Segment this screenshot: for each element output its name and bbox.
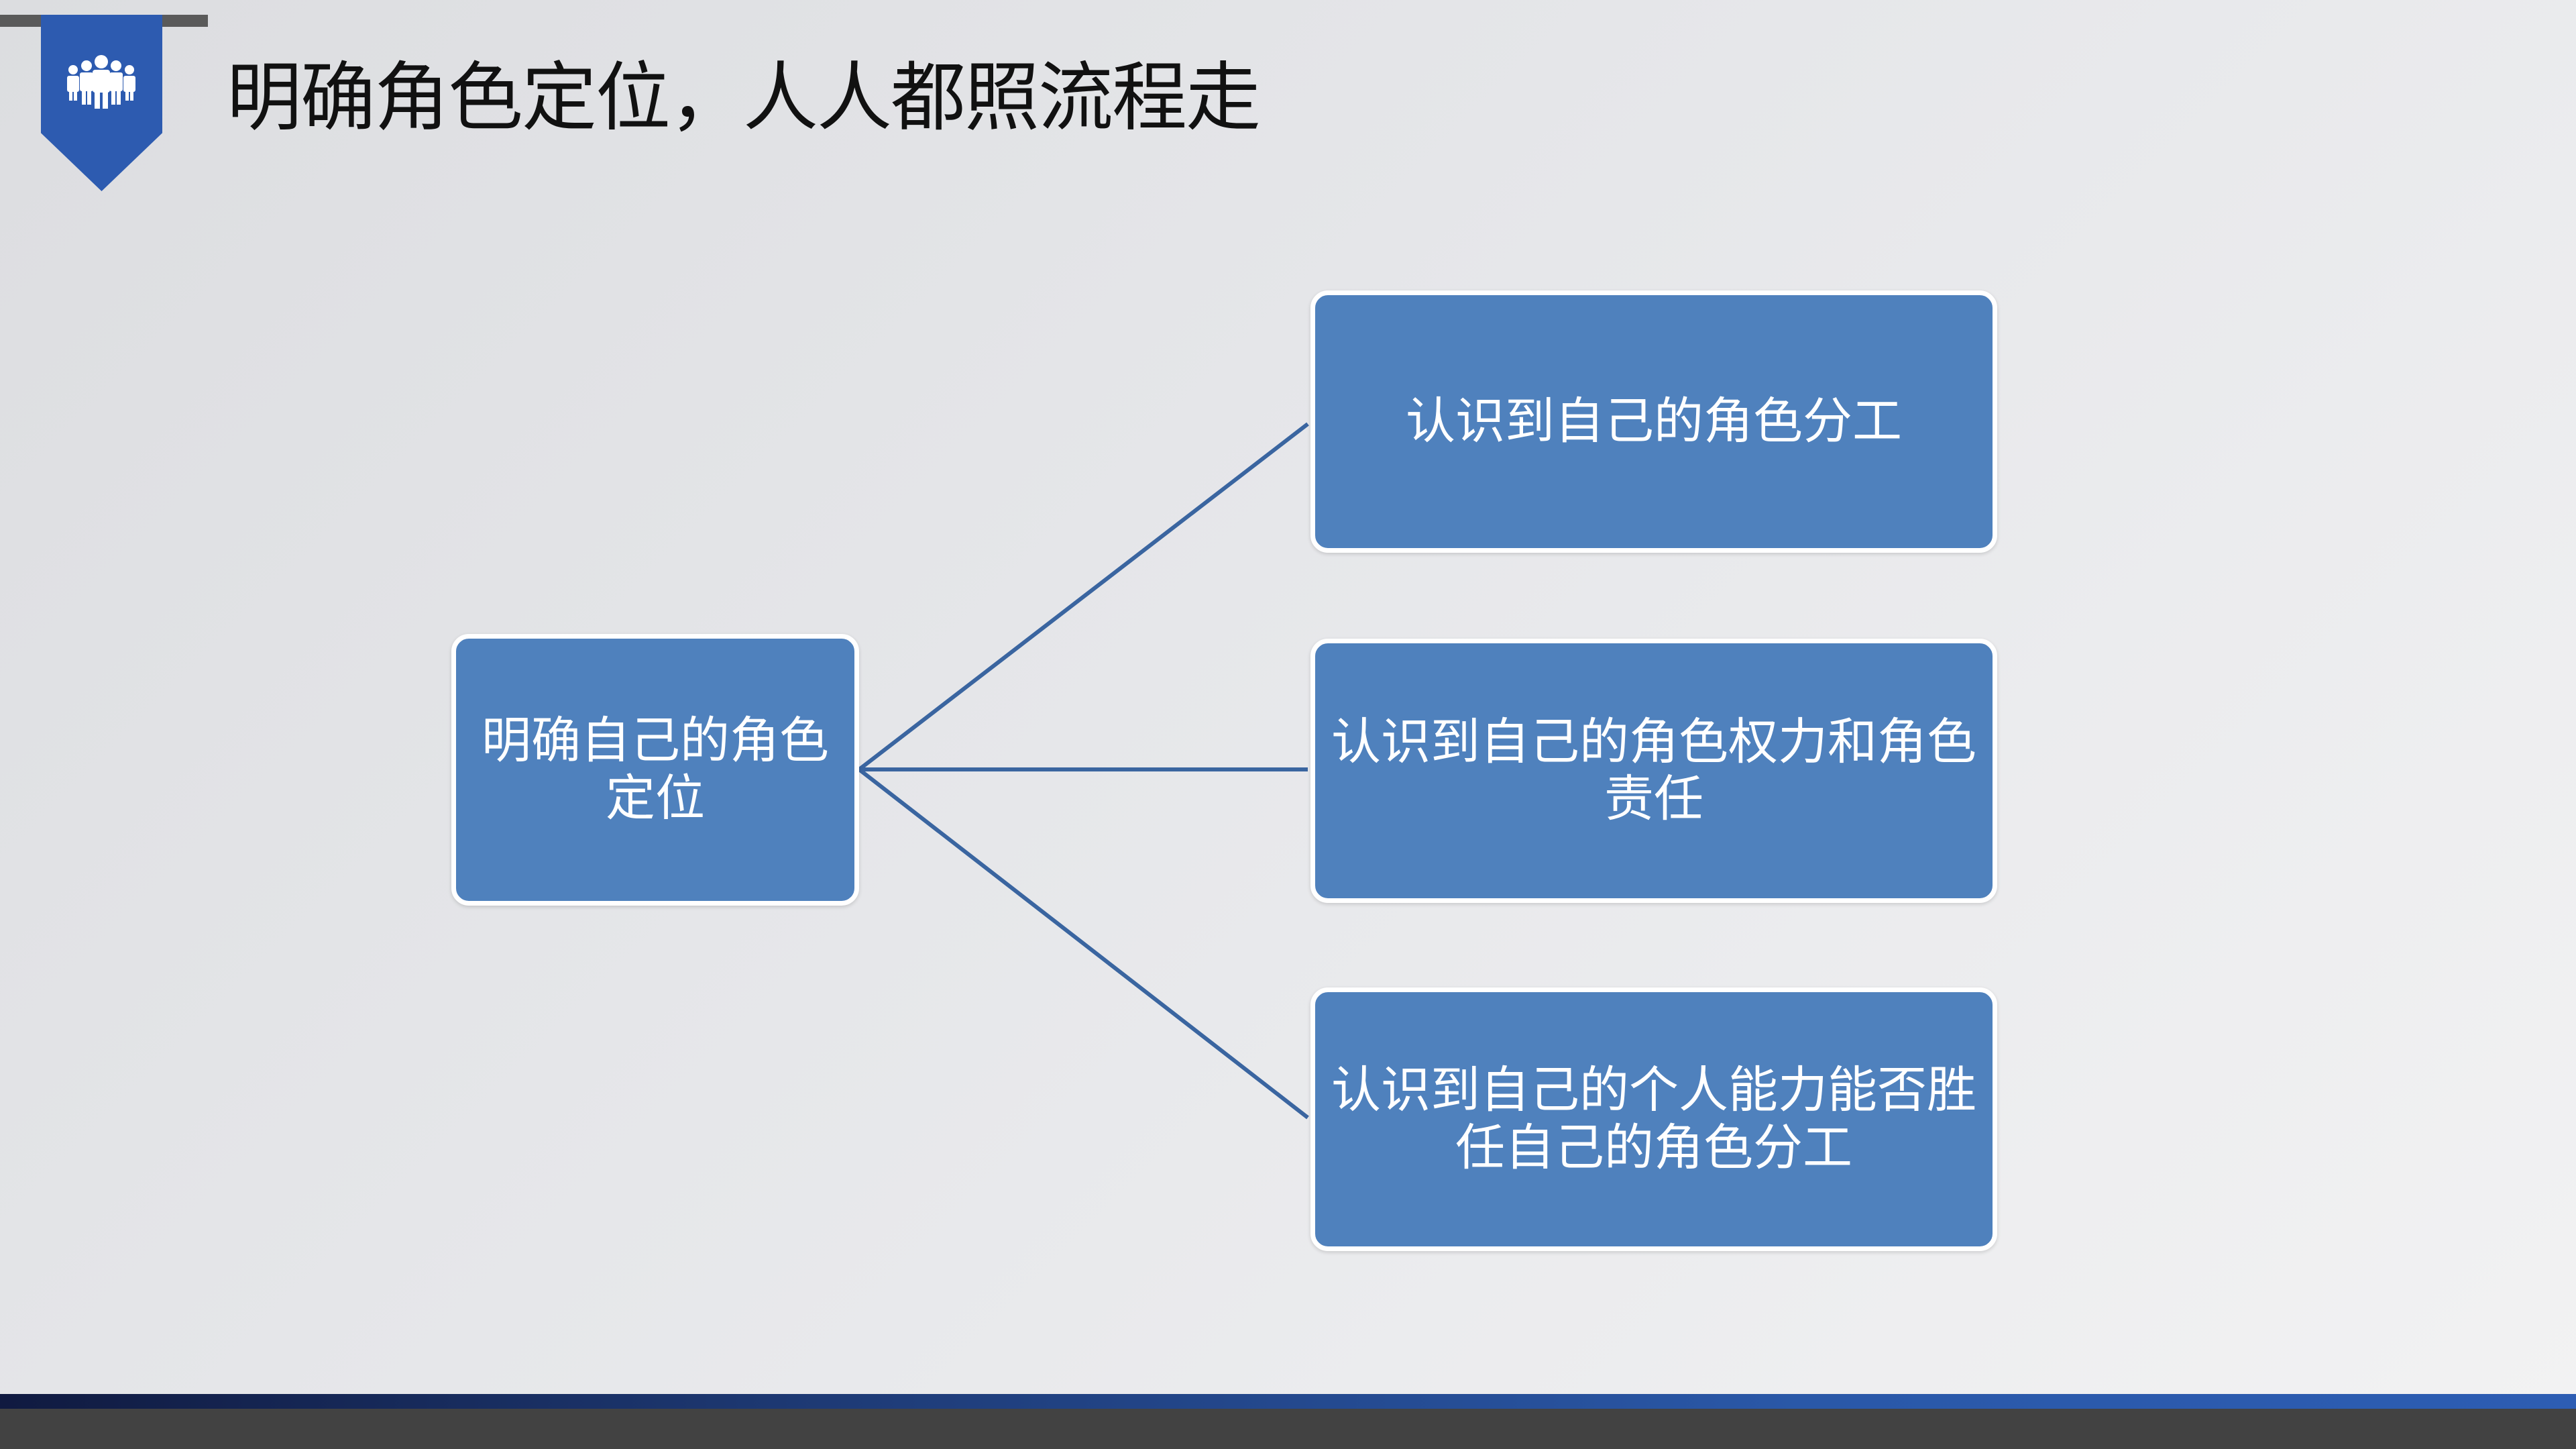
connector-1 (858, 422, 1309, 771)
root-node: 明确自己的角色定位 (451, 634, 859, 906)
page-title: 明确角色定位，人人都照流程走 (227, 54, 1261, 142)
footer-blue-bar (0, 1394, 2576, 1409)
child-node-3: 认识到自己的个人能力能否胜任自己的角色分工 (1310, 987, 1997, 1251)
footer-dark-bar (0, 1409, 2576, 1449)
child-node-2: 认识到自己的角色权力和角色责任 (1310, 639, 1997, 903)
child-node-1: 认识到自己的角色分工 (1310, 290, 1997, 553)
people-group-icon (67, 55, 135, 109)
connector-3 (858, 767, 1309, 1120)
